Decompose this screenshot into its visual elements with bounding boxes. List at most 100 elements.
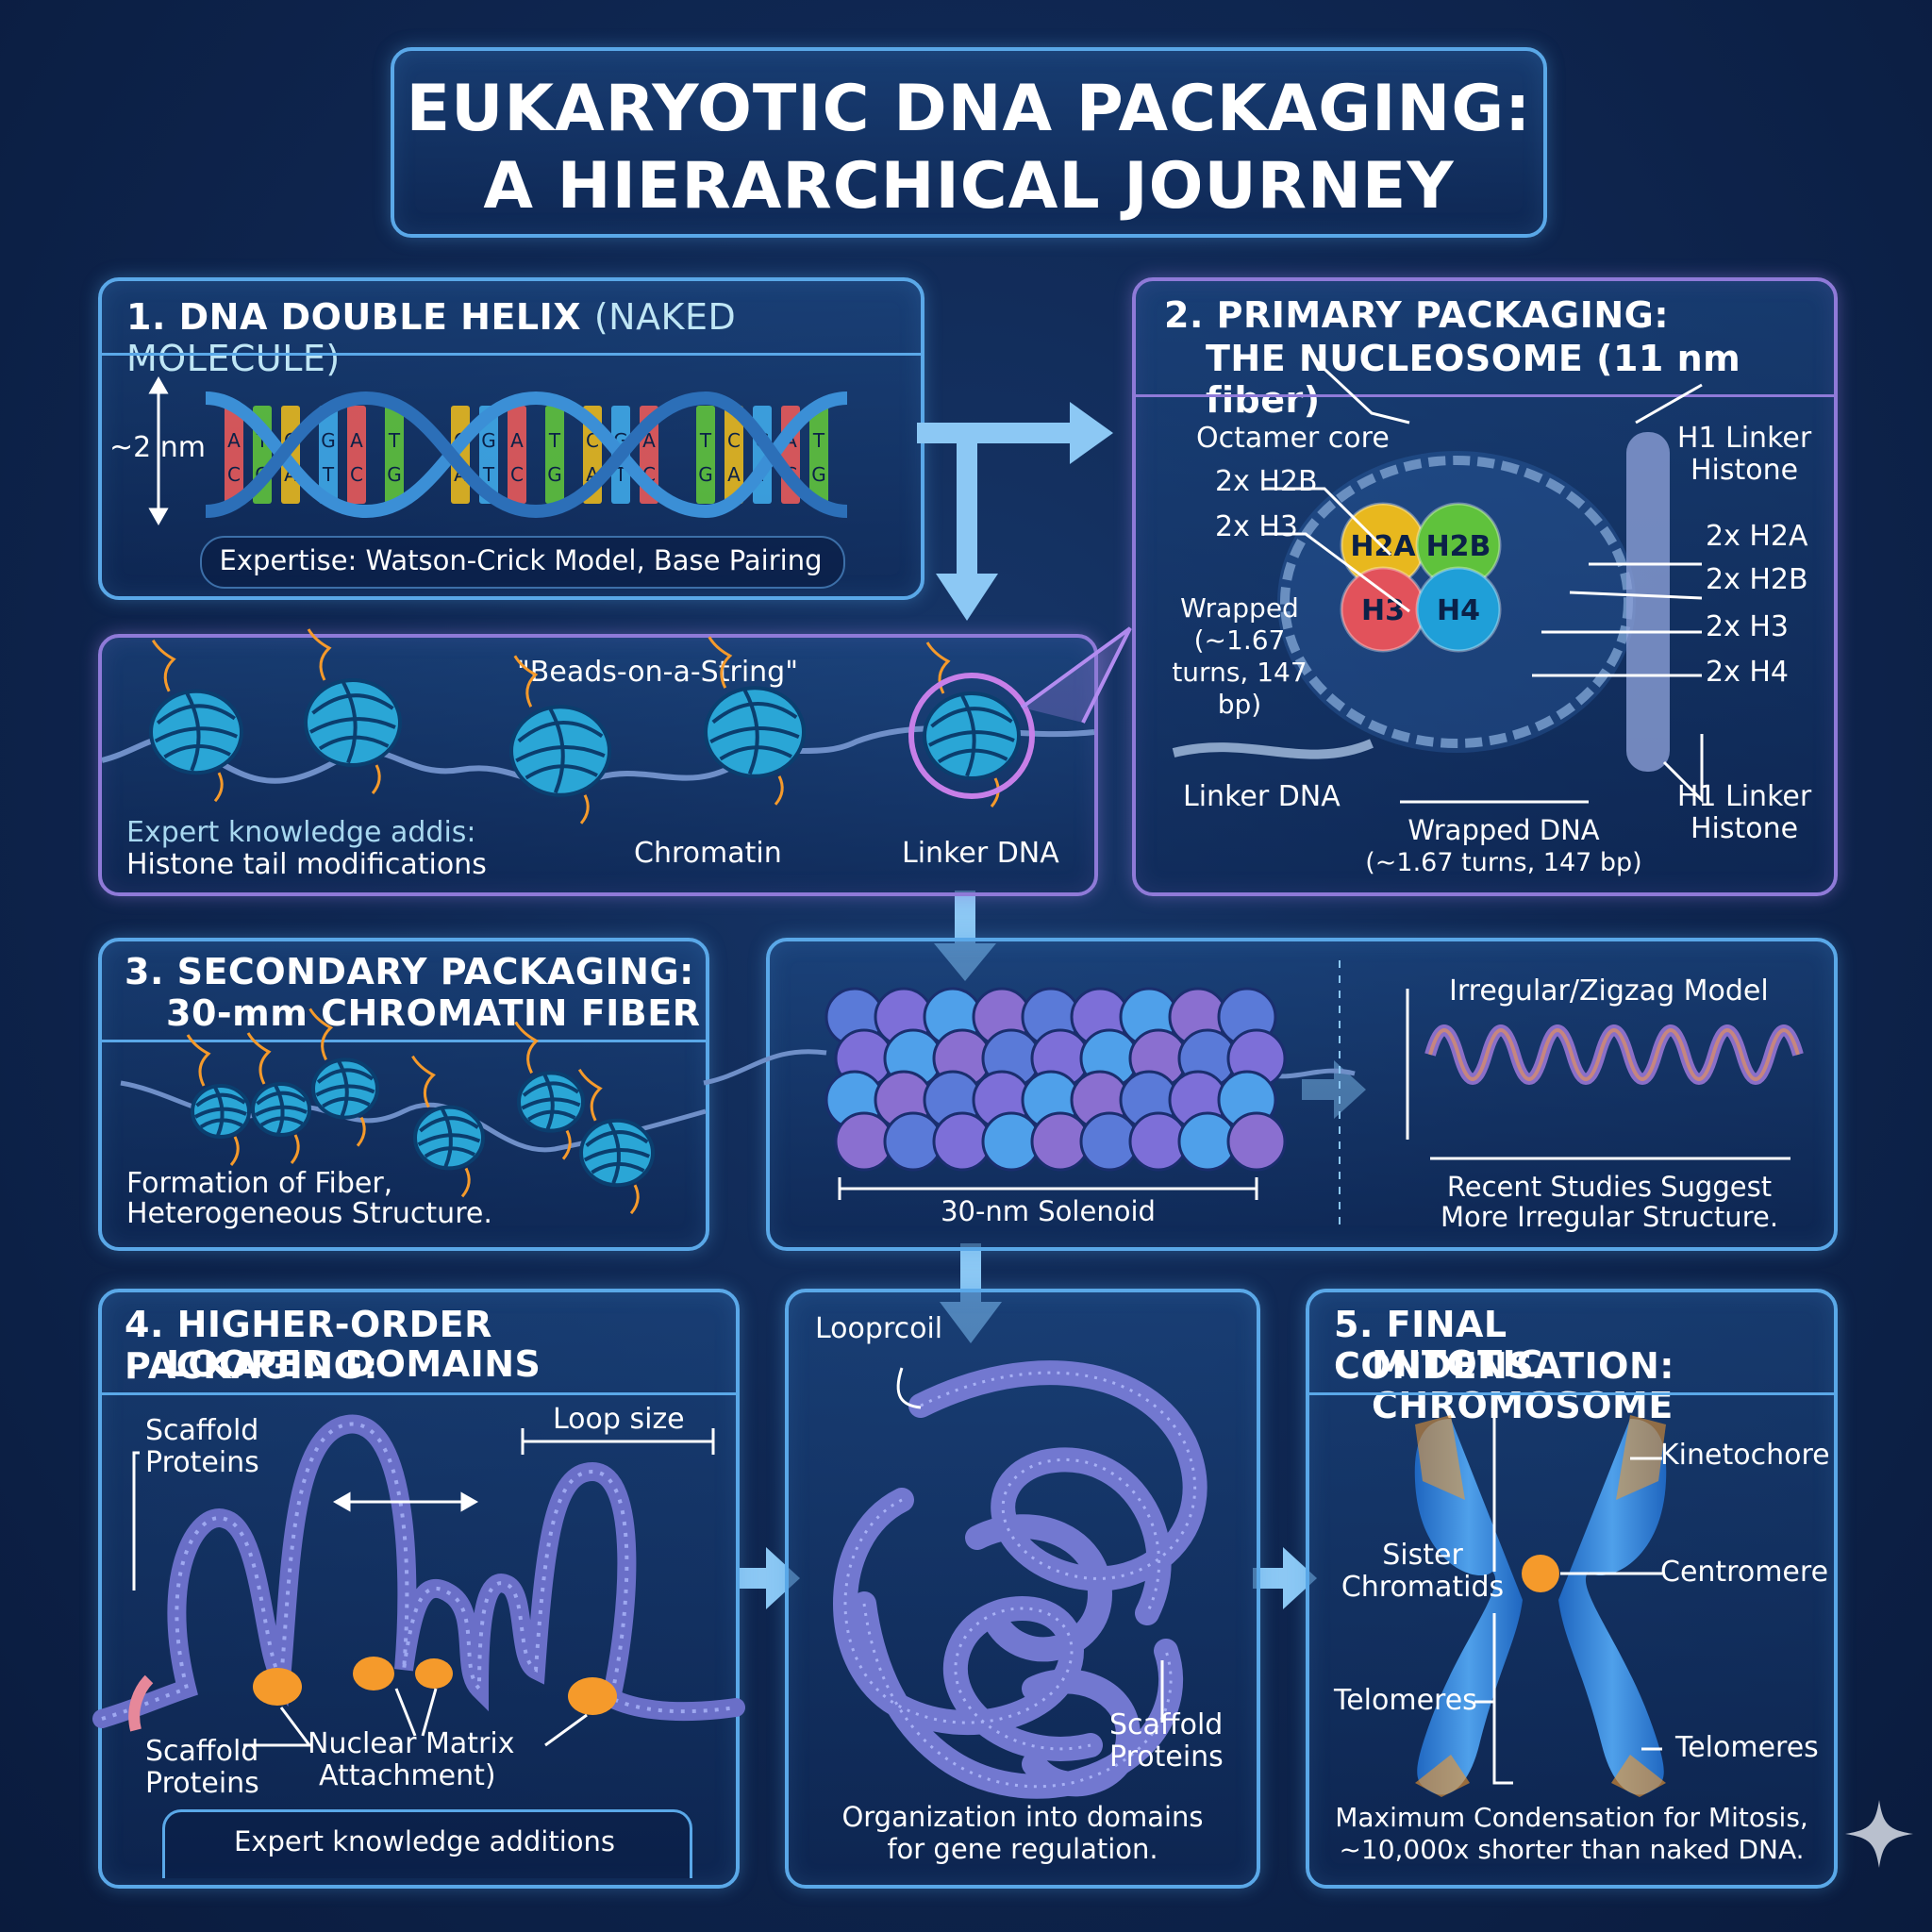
coil-scaffold-line-2: Proteins [1109, 1740, 1224, 1774]
base-pair-bar [479, 406, 498, 504]
arrow-loops-head [766, 1547, 800, 1609]
scaffold-bottom-line-2: Proteins [145, 1767, 259, 1800]
wrapped-dna-bottom-line-2: (~1.67 turns, 147 bp) [1365, 848, 1642, 877]
centromere-label: Centromere [1660, 1556, 1829, 1589]
centromere-dot [1522, 1555, 1559, 1592]
histone-h3-label: H3 [1361, 594, 1405, 627]
scaffold-top-line-1: Scaffold [145, 1414, 259, 1447]
nucleosome-bead [246, 1032, 311, 1164]
chromosome-diagram [1414, 1413, 1667, 1797]
fiber-nucleosomes [186, 1008, 655, 1215]
nucleosome-bead [149, 640, 243, 803]
zigzag-caption-line-2: More Irregular Structure. [1440, 1201, 1779, 1233]
scaffold-top-line-2: Proteins [145, 1446, 259, 1479]
panel-1-caption-box [200, 536, 845, 589]
beads-chromatin-label: Chromatin [634, 837, 782, 870]
right-label-h3: 2x H3 [1706, 610, 1790, 643]
telomere-bottom-right [1611, 1755, 1666, 1797]
panel-5-divider [1309, 1392, 1834, 1395]
wrapped-dna-bottom-line-1: Wrapped DNA [1407, 814, 1600, 846]
panel-3-caption-line-2: Heterogeneous Structure. [126, 1197, 492, 1230]
telomeres-right-label: Telomeres [1675, 1731, 1819, 1764]
nuclear-matrix-line-2: Attachment) [319, 1759, 496, 1792]
base-letter-top: G [321, 429, 336, 452]
base-letter-top: T [388, 429, 401, 452]
panel-nucleosome: 2. PRIMARY PACKAGING: THE NUCLEOSOME (11… [1132, 277, 1838, 896]
beads-diagram [101, 626, 1132, 824]
solenoid-nucleosomes [824, 987, 1287, 1172]
right-label-h4: 2x H4 [1706, 656, 1790, 689]
panel-1-divider [102, 353, 921, 356]
nucleosome-linker-dna-label: Linker DNA [1183, 780, 1341, 813]
panel-2-divider [1136, 394, 1834, 397]
base-letter-top: A [227, 429, 241, 452]
panel-looped-coil: Looprcoil Scaffold Proteins Organization… [785, 1289, 1260, 1889]
histone-h2b-label: H2B [1426, 530, 1491, 563]
base-letter-bottom: C [350, 463, 363, 486]
nucleosome-bead [704, 636, 806, 806]
beads-title: "Beads-on-a-String" [517, 656, 799, 689]
chromosome-leaders [1474, 1413, 1662, 1785]
panel-dna-double-helix: 1. DNA DOUBLE HELIX (NAKED MOLECULE) ~2 … [98, 277, 924, 600]
panel-beads-on-a-string: "Beads-on-a-String" Expert knowledge add… [98, 626, 1132, 896]
kinetochore-label: Kinetochore [1660, 1439, 1830, 1472]
base-letter-bottom: T [322, 463, 335, 486]
arrow-coil-shaft [1253, 1568, 1285, 1589]
base-pair-bar [347, 406, 366, 504]
panel-2-heading-line-1: 2. PRIMARY PACKAGING: [1164, 294, 1670, 336]
octamer-core-label: Octamer core [1196, 422, 1390, 455]
coil-leaders [896, 1367, 1164, 1723]
panel-4-divider [102, 1392, 736, 1395]
left-h2b-label: 2x H2B [1215, 465, 1318, 498]
base-letter-bottom: G [698, 463, 713, 486]
expert-additions-label: Expert knowledge additions [234, 1825, 615, 1857]
expert-additions-box [162, 1809, 692, 1878]
nucleosome-beads [149, 628, 1021, 824]
beads-expert-line-1: Expert knowledge addis: [126, 816, 476, 849]
beads-linker-dna-label: Linker DNA [902, 837, 1059, 870]
nucleosome-bead [186, 1034, 251, 1166]
sister-chromatids-line-1: Sister [1382, 1539, 1463, 1572]
zigzag-caption-line-1: Recent Studies Suggest [1446, 1171, 1773, 1203]
base-pair-bar [696, 406, 715, 504]
panel-1-heading-main: 1. DNA DOUBLE HELIX [126, 296, 582, 338]
coil-scaffold-line-1: Scaffold [1109, 1708, 1224, 1741]
solenoid-span-bracket [838, 1177, 1258, 1200]
solenoid-bead [1226, 1111, 1287, 1172]
panel-5-heading-line-2: MITOTIC CHROMOSOME [1372, 1343, 1674, 1426]
nucleosome-bead [514, 1021, 585, 1160]
base-letter-bottom: G [811, 463, 826, 486]
base-pair-bar [319, 406, 338, 504]
title-line-2: A HIERARCHICAL JOURNEY [483, 149, 1455, 224]
base-letter-bottom: T [482, 463, 495, 486]
coil-caption-line-1: Organization into domains [841, 1801, 1204, 1833]
coiled-loops-texture [843, 1371, 1197, 1789]
panel-mitotic-chromosome: 5. FINAL CONDENSATION: MITOTIC CHROMOSOM… [1306, 1289, 1838, 1889]
zigzag-fiber-highlight [1428, 1028, 1800, 1081]
h1-linker-histone-bottom-label: H1 Linker Histone [1676, 780, 1812, 845]
solenoid-label: 30-nm Solenoid [941, 1195, 1156, 1227]
panel-1-heading-sub: (NAKED MOLECULE) [126, 296, 737, 379]
panel-3-heading-line-1: 3. SECONDARY PACKAGING: [125, 951, 694, 992]
panel-secondary-packaging: 3. SECONDARY PACKAGING: 30-mm CHROMATIN … [98, 938, 709, 1251]
chromosome-caption-line-1: Maximum Condensation for Mitosis, [1335, 1802, 1808, 1833]
chromatin-loops-texture [101, 1422, 737, 1721]
zoom-callout [1020, 626, 1132, 724]
loop-size-marker [332, 1491, 479, 1512]
telomere-top-left [1415, 1415, 1465, 1500]
base-letter-bottom: A [727, 463, 741, 486]
base-pair-bar [225, 406, 243, 504]
wrapped-left-label: Wrapped (~1.67 turns, 147 bp) [1172, 592, 1307, 720]
arrow-p1-to-p2-head [1070, 402, 1113, 464]
scaffold-left-tail [128, 1674, 154, 1732]
panel-1-caption: Expertise: Watson-Crick Model, Base Pair… [219, 544, 823, 576]
nucleosome-bead [577, 1069, 655, 1215]
base-pair-bar [385, 406, 404, 504]
telomere-bottom-left [1415, 1755, 1470, 1797]
sparkle-icon [1845, 1800, 1913, 1868]
chromatid-left [1414, 1419, 1523, 1795]
histone-h4-label: H4 [1437, 594, 1480, 627]
panel-looped-domains: 4. HIGHER-ORDER PACKAGING: LOOPED DOMAIN… [92, 1289, 745, 1889]
